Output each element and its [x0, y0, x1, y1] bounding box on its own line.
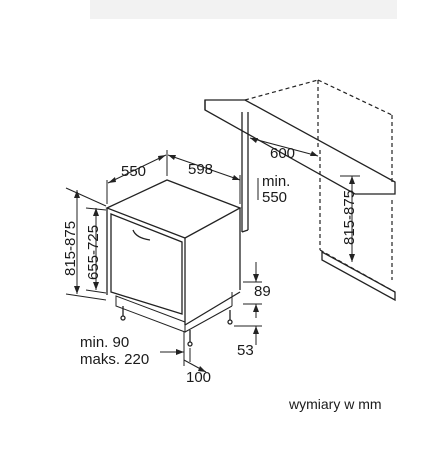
niche-depth-value-label: 550 — [262, 189, 287, 206]
plinth-min-label: min. 90 — [80, 334, 129, 351]
dim-height-total — [65, 187, 107, 301]
dim-width — [167, 154, 241, 204]
plinth-height-label: 89 — [254, 283, 271, 300]
units-note: wymiary w mm — [288, 396, 382, 412]
niche-depth-min-label: min. — [262, 173, 290, 190]
dim-niche-width — [249, 137, 319, 157]
dim-plinth — [243, 262, 262, 318]
dishwasher-body — [105, 179, 242, 347]
width-label: 598 — [188, 161, 213, 178]
niche-height-label: 815-875 — [341, 190, 358, 245]
dim-foot-height — [234, 325, 262, 345]
foot-height-label: 53 — [237, 342, 254, 359]
plinth-max-label: maks. 220 — [80, 351, 149, 368]
height-total-label: 815-875 — [62, 221, 79, 276]
dim-niche-height — [340, 175, 360, 262]
dim-depth — [106, 150, 168, 204]
depth-label: 550 — [121, 163, 146, 180]
top-bar — [90, 0, 397, 19]
dim-plinth-range — [160, 332, 185, 366]
countertop-niche — [204, 79, 396, 302]
dim-foot-distance — [183, 348, 207, 373]
niche-width-label: 600 — [270, 145, 295, 162]
dim-height-body — [85, 207, 107, 294]
height-body-label: 655-725 — [85, 225, 102, 280]
foot-distance-label: 100 — [186, 369, 211, 386]
